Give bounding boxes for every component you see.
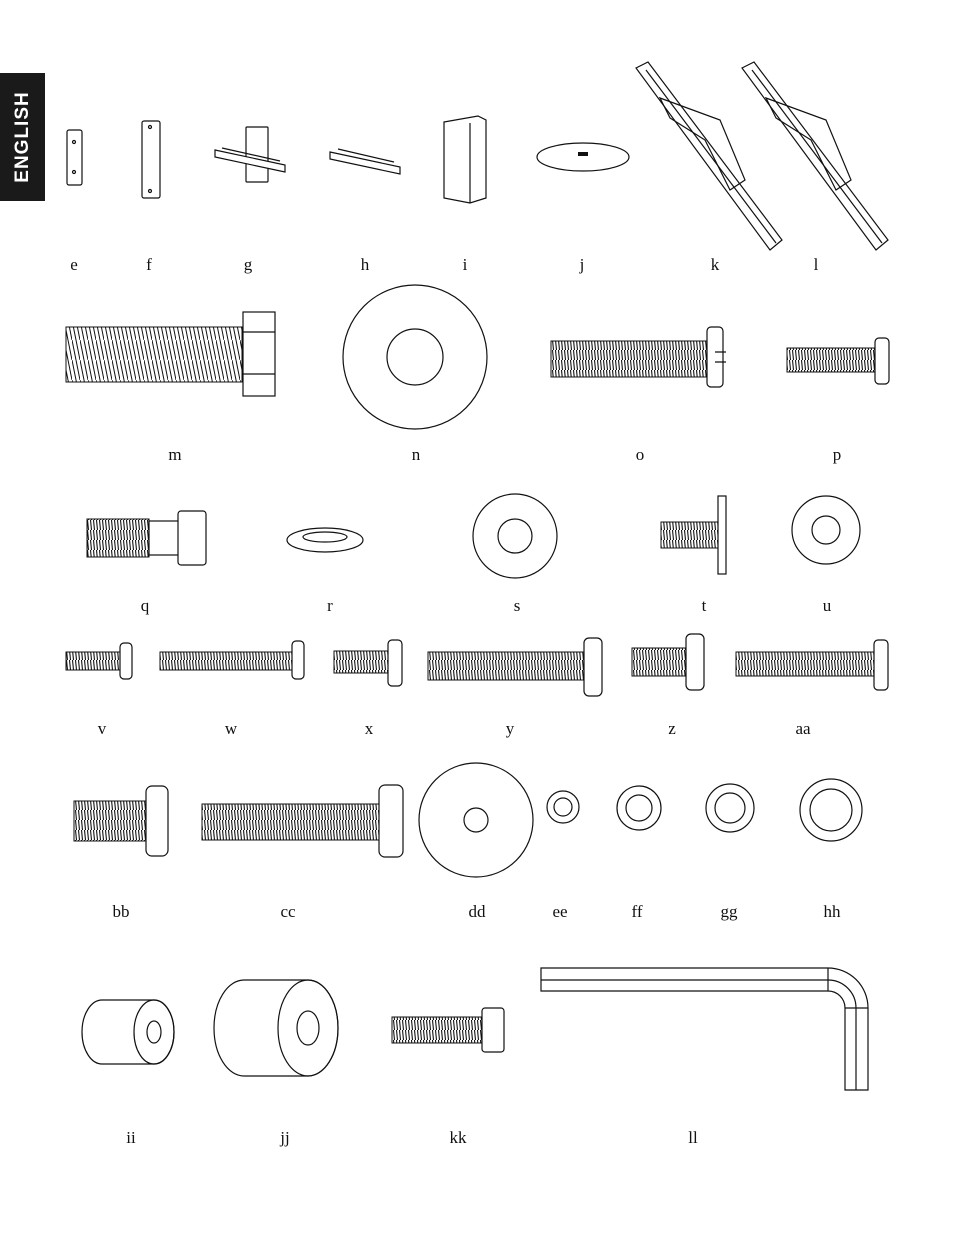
part-e-plate: [66, 129, 83, 186]
part-z-screw: [631, 633, 705, 691]
part-ee-star-washer: [546, 790, 580, 824]
part-u-washer: [791, 495, 861, 565]
part-ll-hex-key: [540, 967, 869, 1091]
part-s-washer: [472, 493, 558, 579]
label-u: u: [822, 596, 832, 615]
language-tab: ENGLISH: [0, 73, 45, 201]
label-k: k: [710, 255, 720, 274]
label-v: v: [97, 719, 107, 738]
part-t-bolt: [660, 495, 727, 575]
part-hh-star-washer: [799, 778, 863, 842]
label-jj: jj: [280, 1128, 290, 1147]
part-aa-screw: [735, 639, 889, 691]
label-w: w: [224, 719, 238, 738]
part-dd-washer: [418, 762, 534, 878]
part-ff-star-washer: [616, 785, 662, 831]
label-e: e: [70, 255, 78, 274]
label-kk: kk: [449, 1128, 467, 1147]
part-k-arm: [635, 61, 783, 251]
label-ii: ii: [126, 1128, 136, 1147]
label-bb: bb: [112, 902, 130, 921]
label-h: h: [360, 255, 370, 274]
part-jj-spacer: [213, 979, 339, 1077]
part-i-block: [443, 115, 487, 204]
label-m: m: [168, 445, 182, 464]
label-cc: cc: [280, 902, 296, 921]
label-f: f: [146, 255, 152, 274]
part-cc-screw: [201, 784, 404, 858]
label-hh: hh: [823, 902, 841, 921]
part-q-shoulder-bolt: [86, 510, 207, 566]
part-m-bolt: [65, 311, 276, 397]
part-kk-cap-screw: [391, 1007, 505, 1053]
part-x-screw: [333, 639, 403, 687]
label-i: i: [462, 255, 468, 274]
part-l-arm: [741, 61, 889, 251]
label-t: t: [701, 596, 707, 615]
label-gg: gg: [720, 902, 738, 921]
label-j: j: [579, 255, 585, 274]
part-y-screw: [427, 637, 603, 697]
part-o-screw: [550, 326, 726, 388]
part-bb-screw: [73, 785, 169, 857]
label-q: q: [140, 596, 150, 615]
label-ff: ff: [631, 902, 643, 921]
label-y: y: [505, 719, 515, 738]
part-j-cap: [536, 142, 630, 172]
label-ll: ll: [688, 1128, 698, 1147]
label-n: n: [411, 445, 421, 464]
part-ii-spacer: [81, 999, 175, 1065]
part-n-washer: [342, 284, 488, 430]
part-f-plate: [141, 120, 161, 199]
label-s: s: [513, 596, 521, 615]
part-p-screw: [786, 337, 890, 385]
label-z: z: [668, 719, 676, 738]
part-r-lock-washer: [286, 527, 364, 553]
label-r: r: [327, 596, 333, 615]
part-g-bracket: [214, 126, 286, 183]
part-gg-star-washer: [705, 783, 755, 833]
label-ee: ee: [552, 902, 568, 921]
label-dd: dd: [468, 902, 486, 921]
label-l: l: [813, 255, 819, 274]
label-p: p: [832, 445, 842, 464]
part-w-screw: [159, 640, 305, 680]
part-h-bracket: [329, 148, 401, 175]
label-x: x: [364, 719, 374, 738]
label-o: o: [635, 445, 645, 464]
label-aa: aa: [795, 719, 811, 738]
part-v-screw: [65, 642, 133, 680]
label-g: g: [243, 255, 253, 274]
